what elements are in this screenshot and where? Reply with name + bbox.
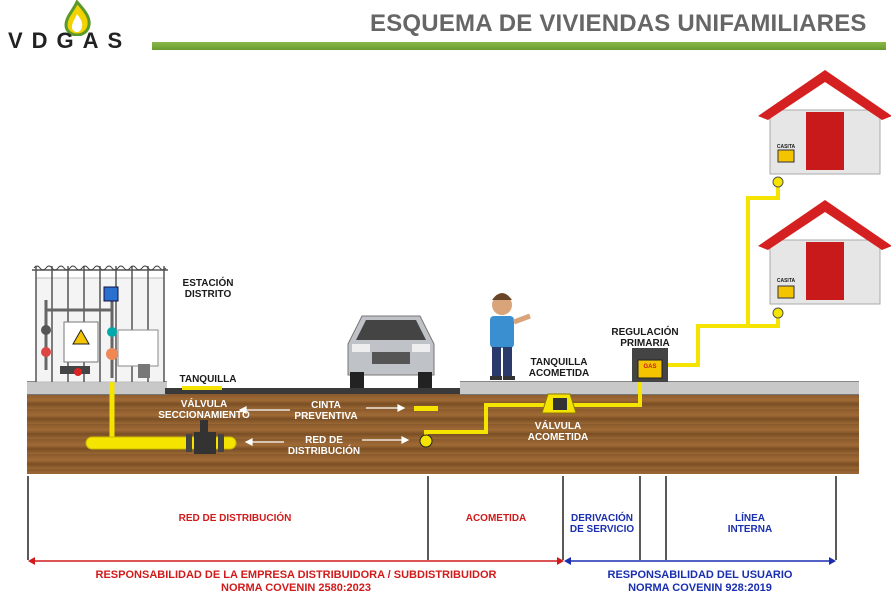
resp-empresa-norma: NORMA COVENIN 2580:2023 xyxy=(221,582,371,594)
label-gas: GAS xyxy=(643,364,657,370)
house-top xyxy=(758,70,891,175)
section-derivacion: DERIVACIÓN DE SERVICIO xyxy=(569,513,635,535)
responsibility-arrows xyxy=(28,557,836,565)
label-regulacion-primaria: REGULACIÓN PRIMARIA xyxy=(611,327,679,349)
district-station xyxy=(32,265,168,383)
curb-mid xyxy=(460,381,475,395)
resp-usuario-norma: NORMA COVENIN 928:2019 xyxy=(628,582,772,594)
label-casita-bottom: CASITA xyxy=(776,278,796,284)
acometida-pipe xyxy=(424,380,642,443)
label-valvula-acometida: VÁLVULA ACOMETIDA xyxy=(527,421,589,443)
logo-text: VDGAS xyxy=(8,28,132,53)
section-linea-interna: LÍNEA INTERNA xyxy=(727,513,773,535)
label-tanquilla-acometida: TANQUILLA ACOMETIDA xyxy=(528,357,590,379)
riser-pipe xyxy=(668,182,780,367)
flame-icon xyxy=(64,0,91,36)
label-cinta-preventiva: CINTA PREVENTIVA xyxy=(294,400,358,422)
label-valvula-seccionamiento: VÁLVULA SECCIONAMIENTO xyxy=(158,399,250,421)
label-tanquilla: TANQUILLA xyxy=(179,374,237,385)
label-casita-top: CASITA xyxy=(776,144,796,150)
section-acometida: ACOMETIDA xyxy=(465,513,527,524)
person xyxy=(490,293,531,380)
page-title: ESQUEMA DE VIVIENDAS UNIFAMILIARES xyxy=(370,10,867,37)
resp-usuario: RESPONSABILIDAD DEL USUARIO xyxy=(607,569,793,581)
label-arrows xyxy=(238,404,410,446)
tanquilla-marker xyxy=(182,386,222,390)
tanquilla-acometida xyxy=(541,393,577,414)
car xyxy=(347,315,435,388)
cinta-marker xyxy=(414,406,438,411)
title-underline xyxy=(152,42,886,50)
section-red-distribucion: RED DE DISTRIBUCIÓN xyxy=(178,513,292,524)
regulation-cabinet xyxy=(632,348,668,382)
label-estacion: ESTACIÓN DISTRITO xyxy=(182,278,234,300)
label-red-distribucion: RED DE DISTRIBUCIÓN xyxy=(287,435,361,457)
road xyxy=(165,388,460,394)
resp-empresa: RESPONSABILIDAD DE LA EMPRESA DISTRIBUID… xyxy=(95,569,497,581)
tee-fitting xyxy=(419,434,433,448)
house-bottom xyxy=(758,200,891,305)
distribution-main xyxy=(85,420,237,454)
